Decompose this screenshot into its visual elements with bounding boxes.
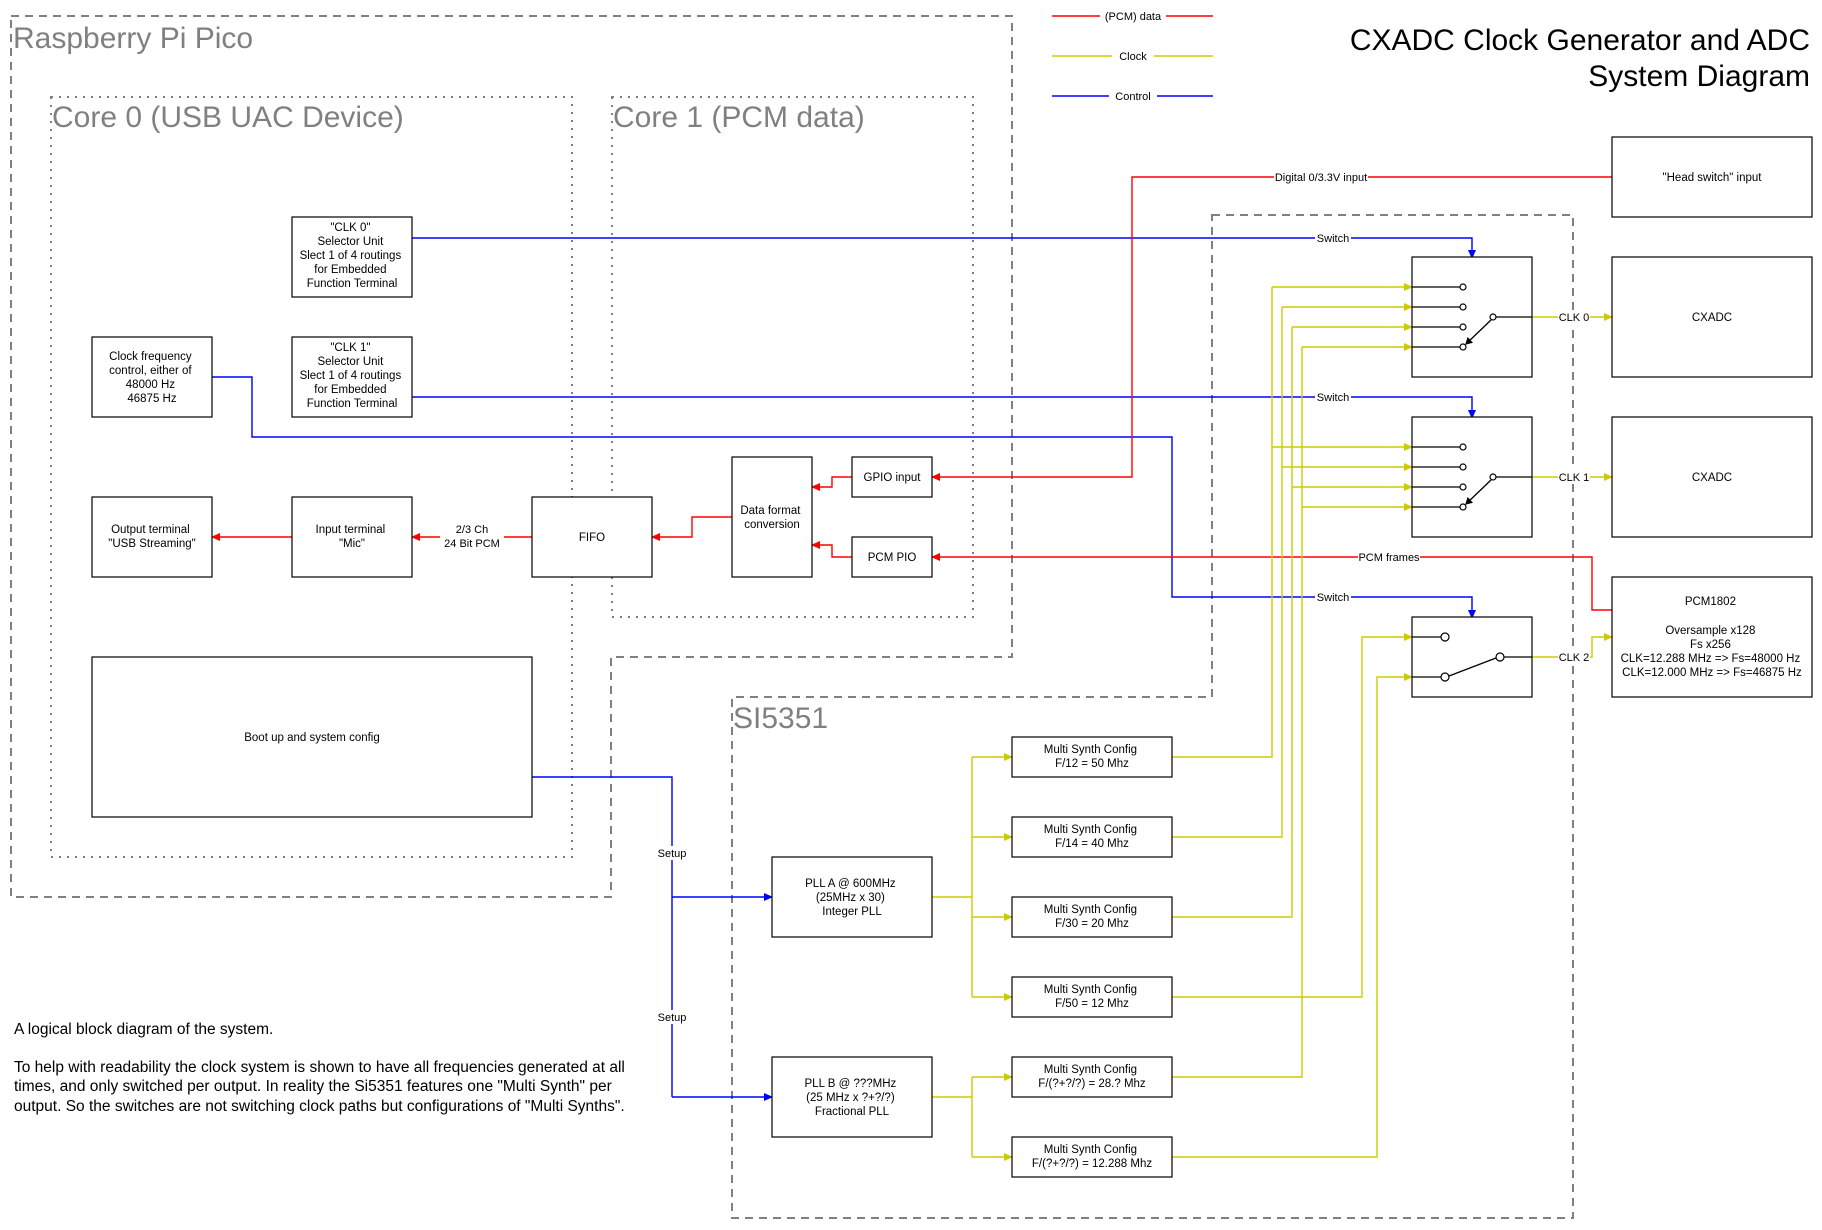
pll-a-block: PLL A @ 600MHz (25MHz x 30) Integer PLL bbox=[771, 856, 933, 938]
legend-control: Control bbox=[1115, 91, 1150, 103]
diagram-note: A logical block diagram of the system. T… bbox=[14, 1020, 634, 1134]
pcm-frames-label: PCM frames bbox=[1358, 552, 1420, 564]
svg-text:Multi Synth Config F/(?+: Multi Synth Config F/(?+?/?) = 12.288 Mh… bbox=[1032, 1144, 1152, 1170]
switch-label-2: Switch bbox=[1317, 592, 1349, 604]
input-terminal-block: Input terminal "Mic" bbox=[291, 496, 413, 578]
head-switch-block: "Head switch" input bbox=[1611, 136, 1813, 218]
legend: (PCM) data Clock Control bbox=[1052, 8, 1213, 103]
data-format-block: Data format conversion bbox=[731, 456, 813, 578]
setup-label-a: Setup bbox=[658, 848, 687, 860]
pcm-bits-label: 24 Bit PCM bbox=[444, 538, 500, 550]
core1-title: Core 1 (PCM data) bbox=[613, 101, 865, 134]
switch-clk1 bbox=[1411, 416, 1533, 538]
setup-label-b: Setup bbox=[658, 1012, 687, 1024]
multisynth-3-block: Multi Synth Config F/30 = 20 Mhz bbox=[1011, 896, 1173, 938]
multisynth-6-block: Multi Synth Config F/(?+?/?) = 12.288 Mh… bbox=[1011, 1136, 1173, 1178]
pico-container bbox=[10, 15, 1013, 898]
svg-text:"CLK 1" Selector Unit: "CLK 1" Selector Unit Slect 1 of 4 routi… bbox=[300, 342, 405, 410]
clock-wires bbox=[932, 283, 1613, 1161]
svg-text:PLL A @ 600MHz (25MHz x: PLL A @ 600MHz (25MHz x 30) Integer PLL bbox=[805, 878, 899, 918]
clk2-label: CLK 2 bbox=[1559, 652, 1590, 664]
svg-text:PCM1802 Oversampl: PCM1802 Oversample x128 Fs x256 CLK=12.2… bbox=[1621, 596, 1804, 679]
svg-text:PLL B @ ???MHz (25 MHz x: PLL B @ ???MHz (25 MHz x ?+?/?) Fraction… bbox=[805, 1078, 900, 1118]
svg-text:PCM PIO: PCM PIO bbox=[868, 552, 917, 564]
switch-label-0: Switch bbox=[1317, 233, 1349, 245]
svg-text:Multi Synth Config F/50: Multi Synth Config F/50 = 12 Mhz bbox=[1044, 984, 1141, 1010]
note-line-2: To help with readability the clock syste… bbox=[14, 1058, 625, 1115]
svg-text:Multi Synth Config F/(?+: Multi Synth Config F/(?+?/?) = 28.? Mhz bbox=[1038, 1064, 1146, 1090]
svg-text:GPIO input: GPIO input bbox=[864, 472, 922, 484]
svg-text:CXADC: CXADC bbox=[1692, 472, 1732, 484]
fifo-block: FIFO bbox=[531, 496, 653, 578]
svg-text:Clock frequency control,: Clock frequency control, either of 48000… bbox=[109, 351, 195, 405]
multisynth-4-block: Multi Synth Config F/50 = 12 Mhz bbox=[1011, 976, 1173, 1018]
data-wires bbox=[211, 176, 1612, 611]
clock-frequency-block: Clock frequency control, either of 48000… bbox=[91, 336, 213, 418]
main-title-line1: CXADC Clock Generator and ADC bbox=[1350, 24, 1810, 57]
pcm-pio-block: PCM PIO bbox=[851, 536, 933, 578]
switch-clk2 bbox=[1411, 616, 1533, 698]
svg-text:Boot up and system config: Boot up and system config bbox=[244, 732, 380, 744]
switch-label-1: Switch bbox=[1317, 392, 1349, 404]
svg-text:Multi Synth Config F/30: Multi Synth Config F/30 = 20 Mhz bbox=[1044, 904, 1141, 930]
svg-text:"Head switch" input: "Head switch" input bbox=[1663, 172, 1763, 184]
gpio-input-block: GPIO input bbox=[851, 456, 933, 498]
main-title-line2: System Diagram bbox=[1588, 60, 1810, 93]
clk1-label: CLK 1 bbox=[1559, 472, 1590, 484]
clk0-selector-block: "CLK 0" Selector Unit Slect 1 of 4 routi… bbox=[291, 216, 413, 298]
wire-labels: Digital 0/3.3V input Switch Switch Switc… bbox=[440, 170, 1590, 1024]
svg-text:Input terminal "Mic": Input terminal "Mic" bbox=[316, 524, 389, 550]
note-line-1: A logical block diagram of the system. bbox=[14, 1021, 274, 1038]
multisynth-1-block: Multi Synth Config F/12 = 50 Mhz bbox=[1011, 736, 1173, 778]
pll-b-block: PLL B @ ???MHz (25 MHz x ?+?/?) Fraction… bbox=[771, 1056, 933, 1138]
clk0-label: CLK 0 bbox=[1559, 312, 1590, 324]
si5351-title: SI5351 bbox=[733, 702, 828, 735]
output-terminal-block: Output terminal "USB Streaming" bbox=[91, 496, 213, 578]
svg-text:CXADC: CXADC bbox=[1692, 312, 1732, 324]
svg-text:Output terminal "USB Str: Output terminal "USB Streaming" bbox=[108, 524, 195, 550]
pico-title: Raspberry Pi Pico bbox=[13, 22, 253, 55]
digital-input-label: Digital 0/3.3V input bbox=[1275, 172, 1367, 184]
si5351-container bbox=[731, 214, 1574, 1219]
clk1-selector-block: "CLK 1" Selector Unit Slect 1 of 4 routi… bbox=[291, 336, 413, 418]
multisynth-5-block: Multi Synth Config F/(?+?/?) = 28.? Mhz bbox=[1011, 1056, 1173, 1098]
svg-text:"CLK 0" Selector Unit: "CLK 0" Selector Unit Slect 1 of 4 routi… bbox=[300, 222, 405, 290]
pcm-ch-label: 2/3 Ch bbox=[456, 524, 488, 536]
core0-title: Core 0 (USB UAC Device) bbox=[52, 101, 404, 134]
cxadc-1-block: CXADC bbox=[1611, 416, 1813, 538]
svg-text:Multi Synth Config F/14: Multi Synth Config F/14 = 40 Mhz bbox=[1044, 824, 1141, 850]
svg-text:Data format conversion: Data format conversion bbox=[740, 505, 803, 531]
boot-config-block: Boot up and system config bbox=[91, 656, 533, 818]
switch-clk0 bbox=[1411, 256, 1533, 378]
control-wires bbox=[212, 237, 1476, 1101]
legend-clock: Clock bbox=[1119, 51, 1147, 63]
pcm1802-block: PCM1802 Oversample x128 Fs x256 CLK=12.2… bbox=[1611, 576, 1813, 698]
multisynth-2-block: Multi Synth Config F/14 = 40 Mhz bbox=[1011, 816, 1173, 858]
svg-text:Multi Synth Config F/12: Multi Synth Config F/12 = 50 Mhz bbox=[1044, 744, 1141, 770]
svg-text:FIFO: FIFO bbox=[579, 532, 605, 544]
cxadc-0-block: CXADC bbox=[1611, 256, 1813, 378]
legend-data: (PCM) data bbox=[1105, 11, 1162, 23]
